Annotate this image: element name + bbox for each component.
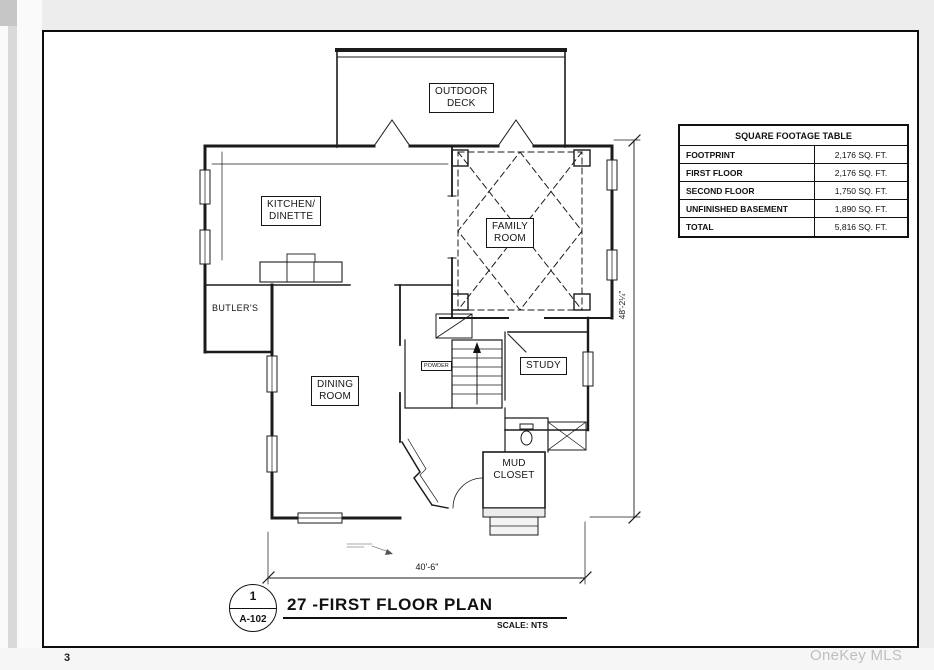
label-powder-room: POWDER: [421, 361, 452, 372]
table-row: FOOTPRINT 2,176 SQ. FT.: [680, 146, 907, 164]
kitchen-island: [259, 253, 343, 283]
table-row: FIRST FLOOR 2,176 SQ. FT.: [680, 164, 907, 182]
label-kitchen-dinette: KITCHEN/ DINETTE: [261, 196, 322, 226]
windows: [199, 159, 618, 524]
table-row-value: 5,816 SQ. FT.: [834, 222, 888, 232]
label-dining-room: DINING ROOM: [311, 376, 360, 406]
label-outdoor-deck: OUTDOOR DECK: [429, 83, 494, 113]
label-mud-closet: MUD CLOSET: [493, 458, 535, 481]
page-corner-block: [0, 0, 17, 26]
title-underline: [283, 617, 567, 619]
sheet-number: A-102: [239, 614, 267, 626]
entry-door-swing: [452, 477, 484, 509]
dimension-height-label: 48'-2¼": [617, 290, 627, 320]
left-page-margin: [0, 0, 42, 670]
deck-outline: [335, 48, 567, 148]
table-row: UNFINISHED BASEMENT 1,890 SQ. FT.: [680, 200, 907, 218]
interior-walls: [204, 145, 589, 453]
table-row-value: 2,176 SQ. FT.: [834, 167, 888, 178]
table-row-label: SECOND FLOOR: [680, 182, 815, 199]
study-door-swing: [507, 333, 527, 353]
label-butlers-pantry: BUTLER'S: [212, 303, 259, 313]
table-row-label: UNFINISHED BASEMENT: [680, 200, 815, 217]
square-footage-table: SQUARE FOOTAGE TABLE FOOTPRINT 2,176 SQ.…: [678, 124, 909, 238]
label-family-room: FAMILY ROOM: [486, 218, 535, 248]
dimension-lines: [262, 134, 641, 585]
table-row: SECOND FLOOR 1,750 SQ. FT.: [680, 182, 907, 200]
table-title: SQUARE FOOTAGE TABLE: [680, 126, 907, 146]
detail-callout-bubble: 1 A-102: [229, 584, 277, 632]
table-row-value: 1,890 SQ. FT.: [834, 203, 888, 214]
table-row: TOTAL 5,816 SQ. FT.: [680, 218, 907, 236]
plan-title: 27 -FIRST FLOOR PLAN: [287, 595, 493, 614]
bottom-page-margin: [0, 648, 934, 670]
table-row-value: 1,750 SQ. FT.: [834, 185, 888, 196]
label-study: STUDY: [520, 357, 567, 375]
closet-box: [547, 421, 587, 451]
dimension-width-label: 40'-6": [400, 562, 454, 572]
table-row-label: FOOTPRINT: [680, 146, 815, 163]
stoop-steps: [482, 507, 546, 536]
watermark: OneKey MLS: [810, 647, 903, 664]
scale-note: SCALE: NTS: [497, 620, 548, 630]
note-scribble: [346, 543, 393, 555]
stairs: [435, 313, 503, 409]
page-number: 3: [64, 652, 71, 664]
table-row-label: TOTAL: [680, 218, 815, 236]
entry-bay-walls: [400, 438, 449, 509]
detail-number: 1: [230, 585, 276, 609]
family-room-posts: [451, 149, 591, 311]
toilet-icon: [519, 423, 534, 446]
page-edge-strip: [8, 0, 17, 670]
table-row-label: FIRST FLOOR: [680, 164, 815, 181]
table-row-value: 2,176 SQ. FT.: [834, 149, 888, 160]
